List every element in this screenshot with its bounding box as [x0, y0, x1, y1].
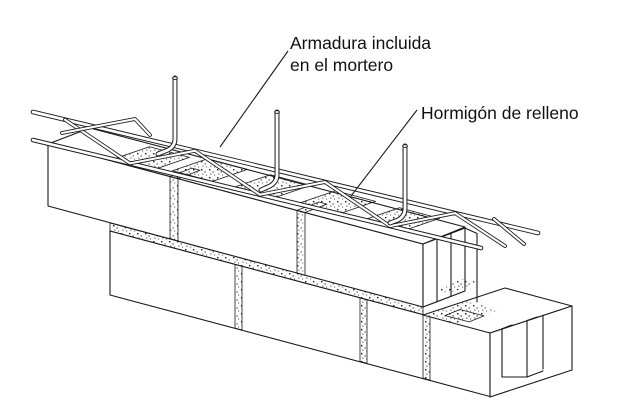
annotations: Armadura incluida en el mortero Hormigón… — [219, 33, 579, 197]
bottom-course — [109, 222, 573, 398]
top-course — [47, 127, 478, 308]
label-armadura-line1: Armadura incluida — [290, 33, 431, 53]
vertical-rebars — [158, 76, 408, 223]
top-vertical-joint-1 — [169, 176, 179, 242]
bottom-vertical-joint-1 — [234, 264, 243, 331]
label-hormigon: Hormigón de relleno — [421, 103, 579, 123]
cutaway-cell-mortar — [437, 278, 477, 294]
rebar-rod-2-tip — [274, 110, 280, 114]
leader-line-hormigon — [350, 109, 418, 197]
bottom-vertical-joint-3 — [422, 314, 431, 381]
leader-line-armadura — [219, 50, 289, 148]
rebar-rod-3-tip — [402, 144, 408, 148]
label-armadura-line2: en el mortero — [290, 55, 393, 75]
top-vertical-joint-2 — [296, 210, 306, 276]
bottom-vertical-joint-2 — [359, 297, 368, 364]
rebar-rod-1-tip — [172, 76, 178, 80]
end-block-cell-opening — [444, 309, 485, 323]
cutaway-section-face — [422, 238, 438, 308]
end-block-end-face — [489, 305, 573, 398]
end-block-notch — [501, 314, 544, 378]
end-block — [422, 287, 573, 398]
